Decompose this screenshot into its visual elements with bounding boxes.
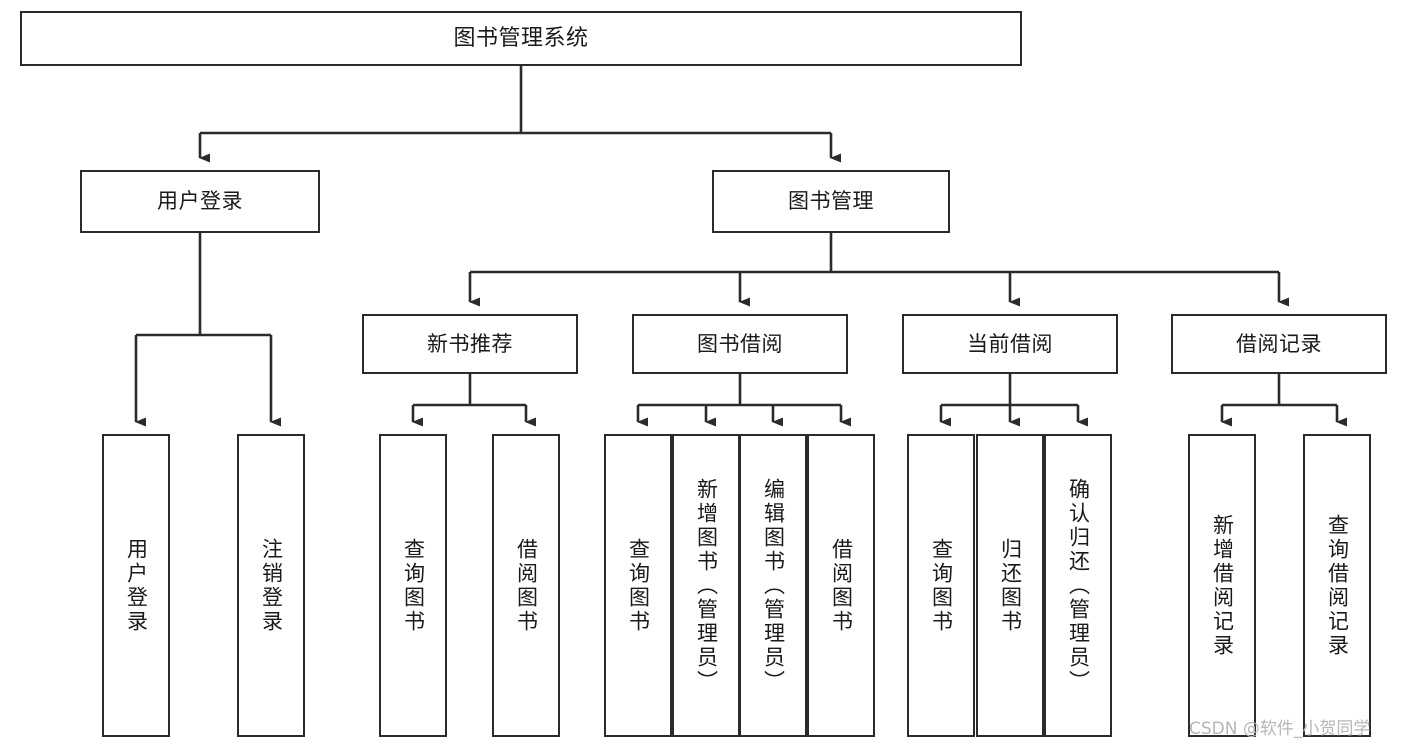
node-leaf-confirm-return-admin[interactable]: 确认归还（管理员） [1044, 434, 1112, 737]
node-label: 新增图书（管理员） [694, 477, 719, 694]
node-label: 图书管理系统 [453, 25, 589, 51]
node-label: 查询图书 [401, 537, 426, 634]
node-root-book-management-system[interactable]: 图书管理系统 [20, 11, 1022, 66]
node-book-management[interactable]: 图书管理 [712, 170, 950, 233]
node-label: 借阅记录 [1236, 331, 1322, 356]
node-leaf-add-borrow-record[interactable]: 新增借阅记录 [1188, 434, 1256, 737]
node-new-book-recommend[interactable]: 新书推荐 [362, 314, 578, 374]
node-label: 当前借阅 [967, 331, 1053, 356]
node-leaf-add-book-admin[interactable]: 新增图书（管理员） [672, 434, 740, 737]
node-label: 用户登录 [157, 189, 243, 214]
node-current-borrow[interactable]: 当前借阅 [902, 314, 1118, 374]
node-label: 用户登录 [124, 537, 149, 634]
node-book-borrow[interactable]: 图书借阅 [632, 314, 848, 374]
node-leaf-query-book-recommend[interactable]: 查询图书 [379, 434, 447, 737]
node-leaf-query-book-current[interactable]: 查询图书 [907, 434, 975, 737]
node-label: 编辑图书（管理员） [761, 477, 786, 694]
node-user-login[interactable]: 用户登录 [80, 170, 320, 233]
watermark: CSDN @软件_小贺同学 [1189, 719, 1371, 739]
node-label: 查询图书 [929, 537, 954, 634]
node-label: 借阅图书 [829, 537, 854, 634]
node-leaf-query-book-borrow[interactable]: 查询图书 [604, 434, 672, 737]
node-leaf-user-login[interactable]: 用户登录 [102, 434, 170, 737]
node-label: 归还图书 [998, 537, 1023, 634]
node-label: 确认归还（管理员） [1066, 477, 1091, 694]
node-label: 注销登录 [259, 537, 284, 634]
node-leaf-logout[interactable]: 注销登录 [237, 434, 305, 737]
node-leaf-borrow-book-recommend[interactable]: 借阅图书 [492, 434, 560, 737]
node-borrow-record[interactable]: 借阅记录 [1171, 314, 1387, 374]
node-label: 查询借阅记录 [1325, 513, 1350, 658]
node-label: 图书借阅 [697, 331, 783, 356]
node-label: 图书管理 [788, 189, 874, 214]
node-leaf-return-book[interactable]: 归还图书 [976, 434, 1044, 737]
node-label: 新书推荐 [427, 331, 513, 356]
node-label: 新增借阅记录 [1210, 513, 1235, 658]
node-leaf-borrow-book[interactable]: 借阅图书 [807, 434, 875, 737]
node-label: 查询图书 [626, 537, 651, 634]
node-leaf-edit-book-admin[interactable]: 编辑图书（管理员） [739, 434, 807, 737]
node-leaf-query-borrow-record[interactable]: 查询借阅记录 [1303, 434, 1371, 737]
node-label: 借阅图书 [514, 537, 539, 634]
